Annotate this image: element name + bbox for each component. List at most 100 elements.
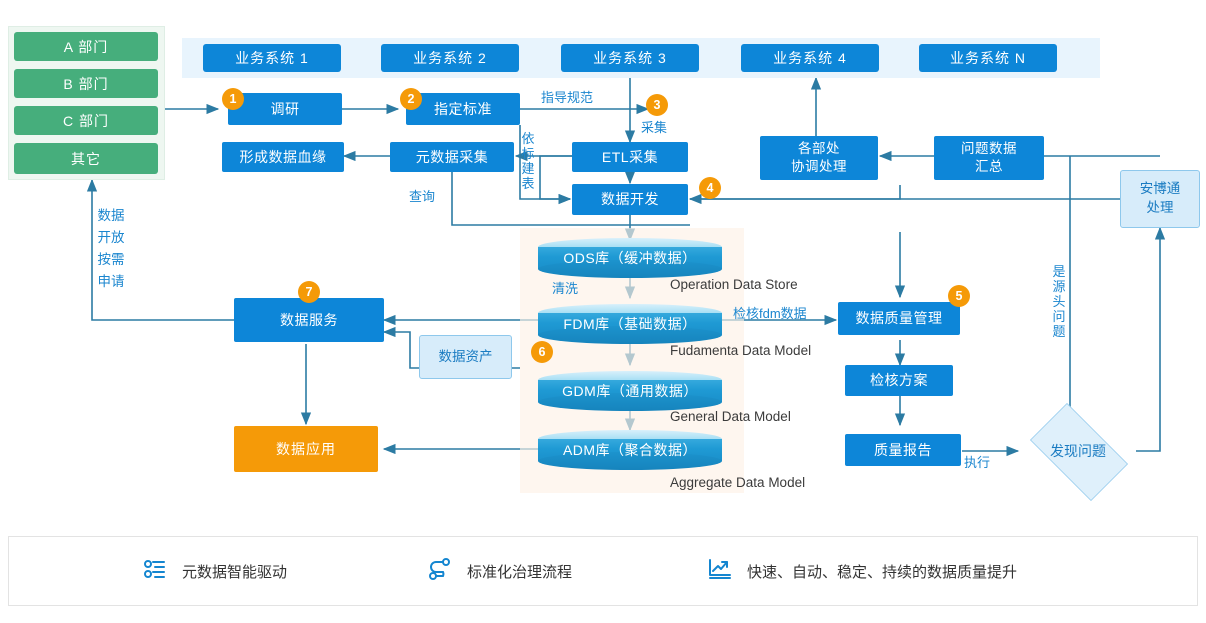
edge-label-query-text: 查询 [409,189,436,204]
data-open-line-0: 数据 [97,208,125,223]
process-lineage-label: 形成数据血缘 [239,148,327,165]
data-open-label: 数据 开放 按需 申请 [94,205,128,293]
edge-label-check-fdm: 检核fdm数据 [733,303,807,322]
process-data-quality[interactable]: 数据质量管理 [838,302,960,335]
department-label: 其它 [71,150,101,167]
source-problem-char-3: 问 [1052,309,1066,324]
business-system-1[interactable]: 业务系统 2 [381,44,519,72]
process-research[interactable]: 调研 [228,93,342,125]
process-standard[interactable]: 指定标准 [406,93,520,125]
step-badge-6-value: 6 [538,345,546,359]
anbotong-line-2: 处理 [1146,200,1174,215]
decision-found-problem[interactable]: 发现问题 [1018,403,1138,501]
database-adm-label: ADM库（聚合数据） [562,442,698,458]
process-dept-coordination[interactable]: 各部处 协调处理 [760,136,878,180]
step-badge-6: 6 [531,341,553,363]
edge-label-query: 查询 [409,186,435,205]
step-badge-7: 7 [298,281,320,303]
step-badge-4-value: 4 [706,181,714,195]
dept-coordination-line-2: 协调处理 [791,159,847,174]
decision-found-problem-label: 发现问题 [1050,443,1106,459]
process-quality-report-label: 质量报告 [874,441,932,458]
process-etl[interactable]: ETL采集 [572,142,688,172]
edge-label-execute-text: 执行 [964,455,991,470]
edge-label-collect: 采集 [641,117,667,136]
database-adm[interactable]: ADM库（聚合数据） [538,430,722,470]
department-item-1[interactable]: B 部门 [14,69,158,98]
anbotong-line-1: 安博通 [1139,181,1181,197]
department-item-2[interactable]: C 部门 [14,106,158,135]
cylinder-bottom [538,393,722,411]
business-system-3[interactable]: 业务系统 4 [741,44,879,72]
data-open-line-1: 开放 [97,230,125,245]
edge-label-guide-spec: 指导规范 [541,87,593,106]
edge-label-clean: 清洗 [552,278,578,297]
process-data-application[interactable]: 数据应用 [234,426,378,472]
database-adm-caption: Aggregate Data Model [670,475,806,490]
cylinder-bottom [538,452,722,470]
process-quality-report[interactable]: 质量报告 [845,434,961,466]
step-badge-1: 1 [222,88,244,110]
legend-item-1-label: 标准化治理流程 [467,564,573,581]
business-system-2[interactable]: 业务系统 3 [561,44,699,72]
build-table-char-1: 标 [521,146,535,161]
problem-data-line-2: 汇总 [975,159,1003,174]
edge-label-is-source-problem: 是 源 头 问 题 [1052,264,1066,339]
legend-item-2[interactable]: 快速、自动、稳定、持续的数据质量提升 [707,556,1017,587]
step-badge-1-value: 1 [229,92,237,106]
build-table-char-3: 表 [521,176,535,191]
process-metadata-collect[interactable]: 元数据采集 [390,142,514,172]
process-lineage[interactable]: 形成数据血缘 [222,142,344,172]
business-system-0[interactable]: 业务系统 1 [203,44,341,72]
legend-item-1[interactable]: 标准化治理流程 [427,556,572,587]
department-item-0[interactable]: A 部门 [14,32,158,61]
business-system-label: 业务系统 N [950,50,1026,66]
database-ods[interactable]: ODS库（缓冲数据） [538,238,722,278]
process-data-development[interactable]: 数据开发 [572,184,688,215]
process-problem-data[interactable]: 问题数据 汇总 [934,136,1044,180]
data-open-line-3: 申请 [97,274,125,289]
step-badge-2-value: 2 [407,92,415,106]
business-system-label: 业务系统 1 [235,50,309,66]
edge-label-check-fdm-text: 检核fdm数据 [733,306,807,321]
edge-label-build-table: 依 标 建 表 [521,131,535,191]
edge-label-collect-text: 采集 [641,120,668,135]
build-table-char-0: 依 [521,131,535,146]
source-problem-char-0: 是 [1052,264,1066,279]
database-ods-label: ODS库（缓冲数据） [563,250,697,266]
flow-nodes-icon [427,556,453,587]
step-badge-5-value: 5 [955,289,963,303]
process-etl-label: ETL采集 [601,148,659,165]
business-system-label: 业务系统 3 [593,50,667,66]
step-badge-7-value: 7 [305,285,313,299]
process-data-development-label: 数据开发 [601,191,659,208]
process-metadata-collect-label: 元数据采集 [415,148,489,165]
source-problem-char-4: 题 [1052,324,1066,339]
edge-label-execute: 执行 [964,452,990,471]
process-check-plan[interactable]: 检核方案 [845,365,953,396]
process-data-service[interactable]: 数据服务 [234,298,384,342]
database-fdm-caption: Fudamenta Data Model [670,343,812,358]
department-label: B 部门 [63,75,109,92]
process-check-plan-label: 检核方案 [870,372,928,389]
step-badge-5: 5 [948,285,970,307]
edge-label-clean-text: 清洗 [552,281,579,296]
problem-data-line-1: 问题数据 [961,140,1017,156]
process-data-asset[interactable]: 数据资产 [419,335,512,379]
legend-item-0[interactable]: 元数据智能驱动 [142,556,287,587]
source-problem-char-1: 源 [1052,279,1066,294]
process-data-application-label: 数据应用 [276,441,336,457]
department-label: C 部门 [63,112,109,129]
database-ods-caption: Operation Data Store [670,277,798,292]
process-data-quality-label: 数据质量管理 [855,310,943,327]
database-fdm[interactable]: FDM库（基础数据） [538,304,722,344]
database-gdm[interactable]: GDM库（通用数据） [538,371,722,411]
step-badge-2: 2 [400,88,422,110]
business-system-4[interactable]: 业务系统 N [919,44,1057,72]
dept-coordination-line-1: 各部处 [798,140,840,156]
department-item-3[interactable]: 其它 [14,143,158,174]
sliders-icon [142,556,168,587]
process-anbotong[interactable]: 安博通 处理 [1120,170,1200,228]
chart-growth-icon [707,556,733,587]
